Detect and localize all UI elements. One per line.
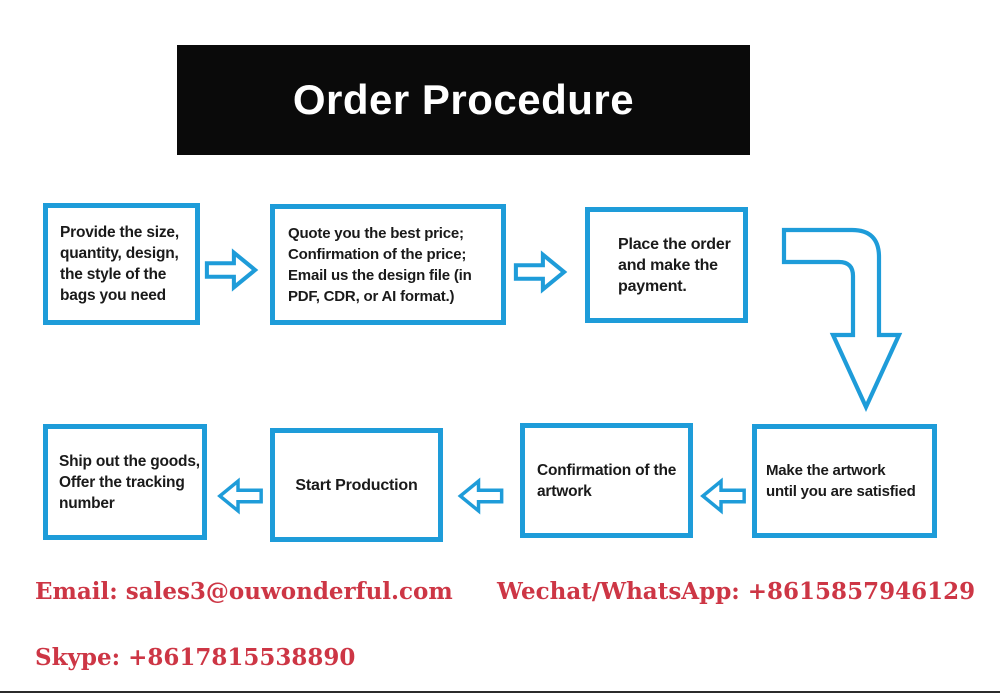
arrow-left-icon <box>457 477 504 515</box>
contact-skype: Skype: +8617815538890 <box>35 644 356 671</box>
step-text: Confirmation of the artwork <box>537 461 677 500</box>
step-text: Start Production <box>295 476 418 494</box>
contact-wechat-whatsapp: Wechat/WhatsApp: +8615857946129 <box>497 578 976 605</box>
bottom-border-line <box>0 691 1000 693</box>
step-box-confirm-artwork: Confirmation of the artwork <box>520 423 693 538</box>
step-box-make-artwork: Make the artwork until you are satisfied <box>752 424 937 538</box>
arrow-elbow-down-icon <box>781 227 903 413</box>
header-banner: Order Procedure <box>177 45 750 155</box>
step-box-start-production: Start Production <box>270 428 443 542</box>
step-text: Provide the size, quantity, design, the … <box>60 224 179 304</box>
arrow-left-icon <box>217 477 263 515</box>
step-box-ship-goods: Ship out the goods, Offer the tracking n… <box>43 424 207 540</box>
step-text: Ship out the goods, Offer the tracking n… <box>59 452 200 512</box>
step-box-provide-details: Provide the size, quantity, design, the … <box>43 203 200 325</box>
arrow-right-icon <box>204 248 259 292</box>
arrow-left-icon <box>700 477 746 515</box>
page-title: Order Procedure <box>292 76 635 123</box>
step-text: Place the order and make the payment. <box>618 235 731 295</box>
step-box-place-order: Place the order and make the payment. <box>585 207 748 323</box>
step-box-quote-price: Quote you the best price; Confirmation o… <box>270 204 506 325</box>
contact-email: Email: sales3@ouwonderful.com <box>35 578 453 605</box>
arrow-right-icon <box>513 250 568 294</box>
step-text: Quote you the best price; Confirmation o… <box>288 224 472 305</box>
step-text: Make the artwork until you are satisfied <box>766 462 916 500</box>
